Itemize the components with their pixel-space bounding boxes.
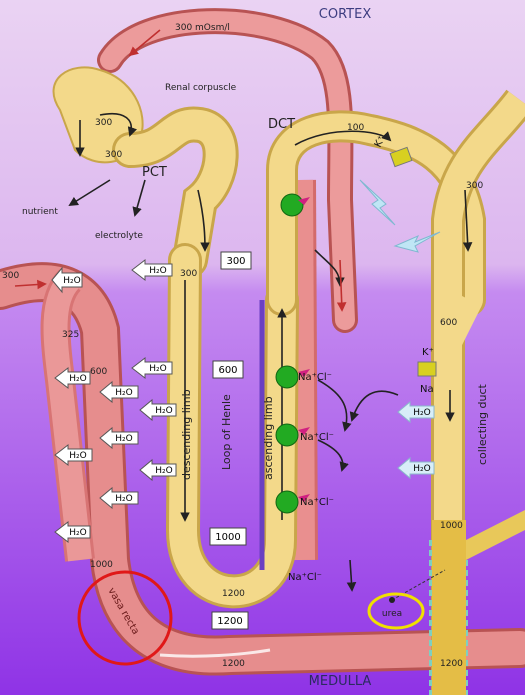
water-arrow: H₂O xyxy=(99,486,139,510)
pct-label: PCT xyxy=(142,165,167,180)
renal-corpuscle-label: Renal corpuscle xyxy=(165,83,237,93)
water-arrow: H₂O xyxy=(397,400,435,424)
nephron-tubule xyxy=(52,66,525,695)
osm-cd-600: 600 xyxy=(440,318,457,328)
svg-text:H₂O: H₂O xyxy=(69,528,86,538)
urea-highlight-circle xyxy=(367,592,425,630)
electrolyte-label: electrolyte xyxy=(95,231,143,241)
box-600: 600 xyxy=(218,365,237,376)
collecting-duct-label: collecting duct xyxy=(476,383,489,465)
water-arrow: H₂O xyxy=(54,443,93,467)
water-arrow: H₂O xyxy=(139,458,177,482)
medulla-label: MEDULLA xyxy=(309,674,372,689)
water-arrow: H₂O xyxy=(131,356,173,380)
loop-of-henle-label: Loop of Henle xyxy=(220,394,233,470)
flow-arrows xyxy=(68,113,473,592)
ascending-limb-label: ascending limb xyxy=(262,396,275,480)
osm-cd-1200: 1200 xyxy=(440,659,463,669)
svg-text:H₂O: H₂O xyxy=(155,406,172,416)
ion-labels: Na⁺Cl⁻ Na⁺Cl⁻ Na⁺Cl⁻ Na⁺Cl⁻ Na K⁺ K⁺ xyxy=(288,134,434,583)
nacl-label-2: Na⁺Cl⁻ xyxy=(300,432,334,443)
cortex-label: CORTEX xyxy=(319,7,372,22)
osm-vasa-300: 300 xyxy=(2,271,19,281)
osm-glomerulus: 300 xyxy=(95,118,112,128)
svg-text:H₂O: H₂O xyxy=(63,276,80,286)
osm-vasa-1000: 1000 xyxy=(90,560,113,570)
vasa-recta-highlight-circle xyxy=(77,570,173,666)
osm-cd-300: 300 xyxy=(466,181,483,191)
svg-text:H₂O: H₂O xyxy=(69,451,86,461)
osm-cd-1000: 1000 xyxy=(440,521,463,531)
water-arrow: H₂O xyxy=(54,366,91,390)
box-300: 300 xyxy=(226,256,245,267)
na-label: Na xyxy=(420,384,434,395)
svg-text:H₂O: H₂O xyxy=(115,434,132,444)
svg-text:H₂O: H₂O xyxy=(413,464,430,474)
svg-text:H₂O: H₂O xyxy=(69,374,86,384)
nacl-label-4: Na⁺Cl⁻ xyxy=(288,572,322,583)
dct-label: DCT xyxy=(268,117,295,132)
water-arrow: H₂O xyxy=(51,266,83,294)
water-arrow: H₂O xyxy=(131,258,173,282)
osm-325: 325 xyxy=(62,330,79,340)
water-arrow: H₂O xyxy=(99,380,139,404)
box-1200: 1200 xyxy=(217,616,242,627)
sodium-pumps xyxy=(275,146,437,514)
osm-limb-top: 300 xyxy=(180,269,197,279)
water-arrow: H₂O xyxy=(54,520,91,544)
k-label-dct: K⁺ xyxy=(373,134,388,149)
k-channel-cd xyxy=(417,361,437,377)
svg-text:H₂O: H₂O xyxy=(149,364,166,374)
box-1000: 1000 xyxy=(215,532,240,543)
pump-2 xyxy=(275,423,299,447)
osmolarity-values: 300 mOsm/l 300 300 300 300 100 300 325 6… xyxy=(2,23,483,669)
water-arrow: H₂O xyxy=(397,456,435,480)
nacl-label-1: Na⁺Cl⁻ xyxy=(298,372,332,383)
water-arrow: H₂O xyxy=(139,398,177,422)
pump-dct xyxy=(280,193,304,217)
cyan-transport-arrows xyxy=(359,179,441,253)
descending-limb-label: descending limb xyxy=(180,389,193,480)
osm-bottom-1200: 1200 xyxy=(222,659,245,669)
osm-cortex-top: 300 mOsm/l xyxy=(175,23,230,33)
svg-text:H₂O: H₂O xyxy=(115,388,132,398)
svg-text:H₂O: H₂O xyxy=(413,408,430,418)
nacl-label-3: Na⁺Cl⁻ xyxy=(300,497,334,508)
vessel-flow-arrows xyxy=(14,29,347,312)
k-label-cd: K⁺ xyxy=(422,347,434,358)
osm-dct-100: 100 xyxy=(347,123,364,133)
nutrient-label: nutrient xyxy=(22,207,58,217)
pump-3 xyxy=(275,490,299,514)
water-arrows: H₂O H₂O H₂O H₂O H₂O H₂O H₂O H xyxy=(51,258,435,544)
osm-600-left: 600 xyxy=(90,367,107,377)
svg-text:H₂O: H₂O xyxy=(155,466,172,476)
svg-text:H₂O: H₂O xyxy=(115,494,132,504)
osm-loop-1200: 1200 xyxy=(222,589,245,599)
pump-1 xyxy=(275,365,299,389)
osm-pct: 300 xyxy=(105,150,122,160)
k-channel-dct xyxy=(389,146,413,168)
svg-text:H₂O: H₂O xyxy=(149,266,166,276)
water-arrow: H₂O xyxy=(99,426,139,450)
urea-label: urea xyxy=(382,609,402,619)
osmolarity-boxes: 300 600 1000 1200 xyxy=(209,251,252,630)
